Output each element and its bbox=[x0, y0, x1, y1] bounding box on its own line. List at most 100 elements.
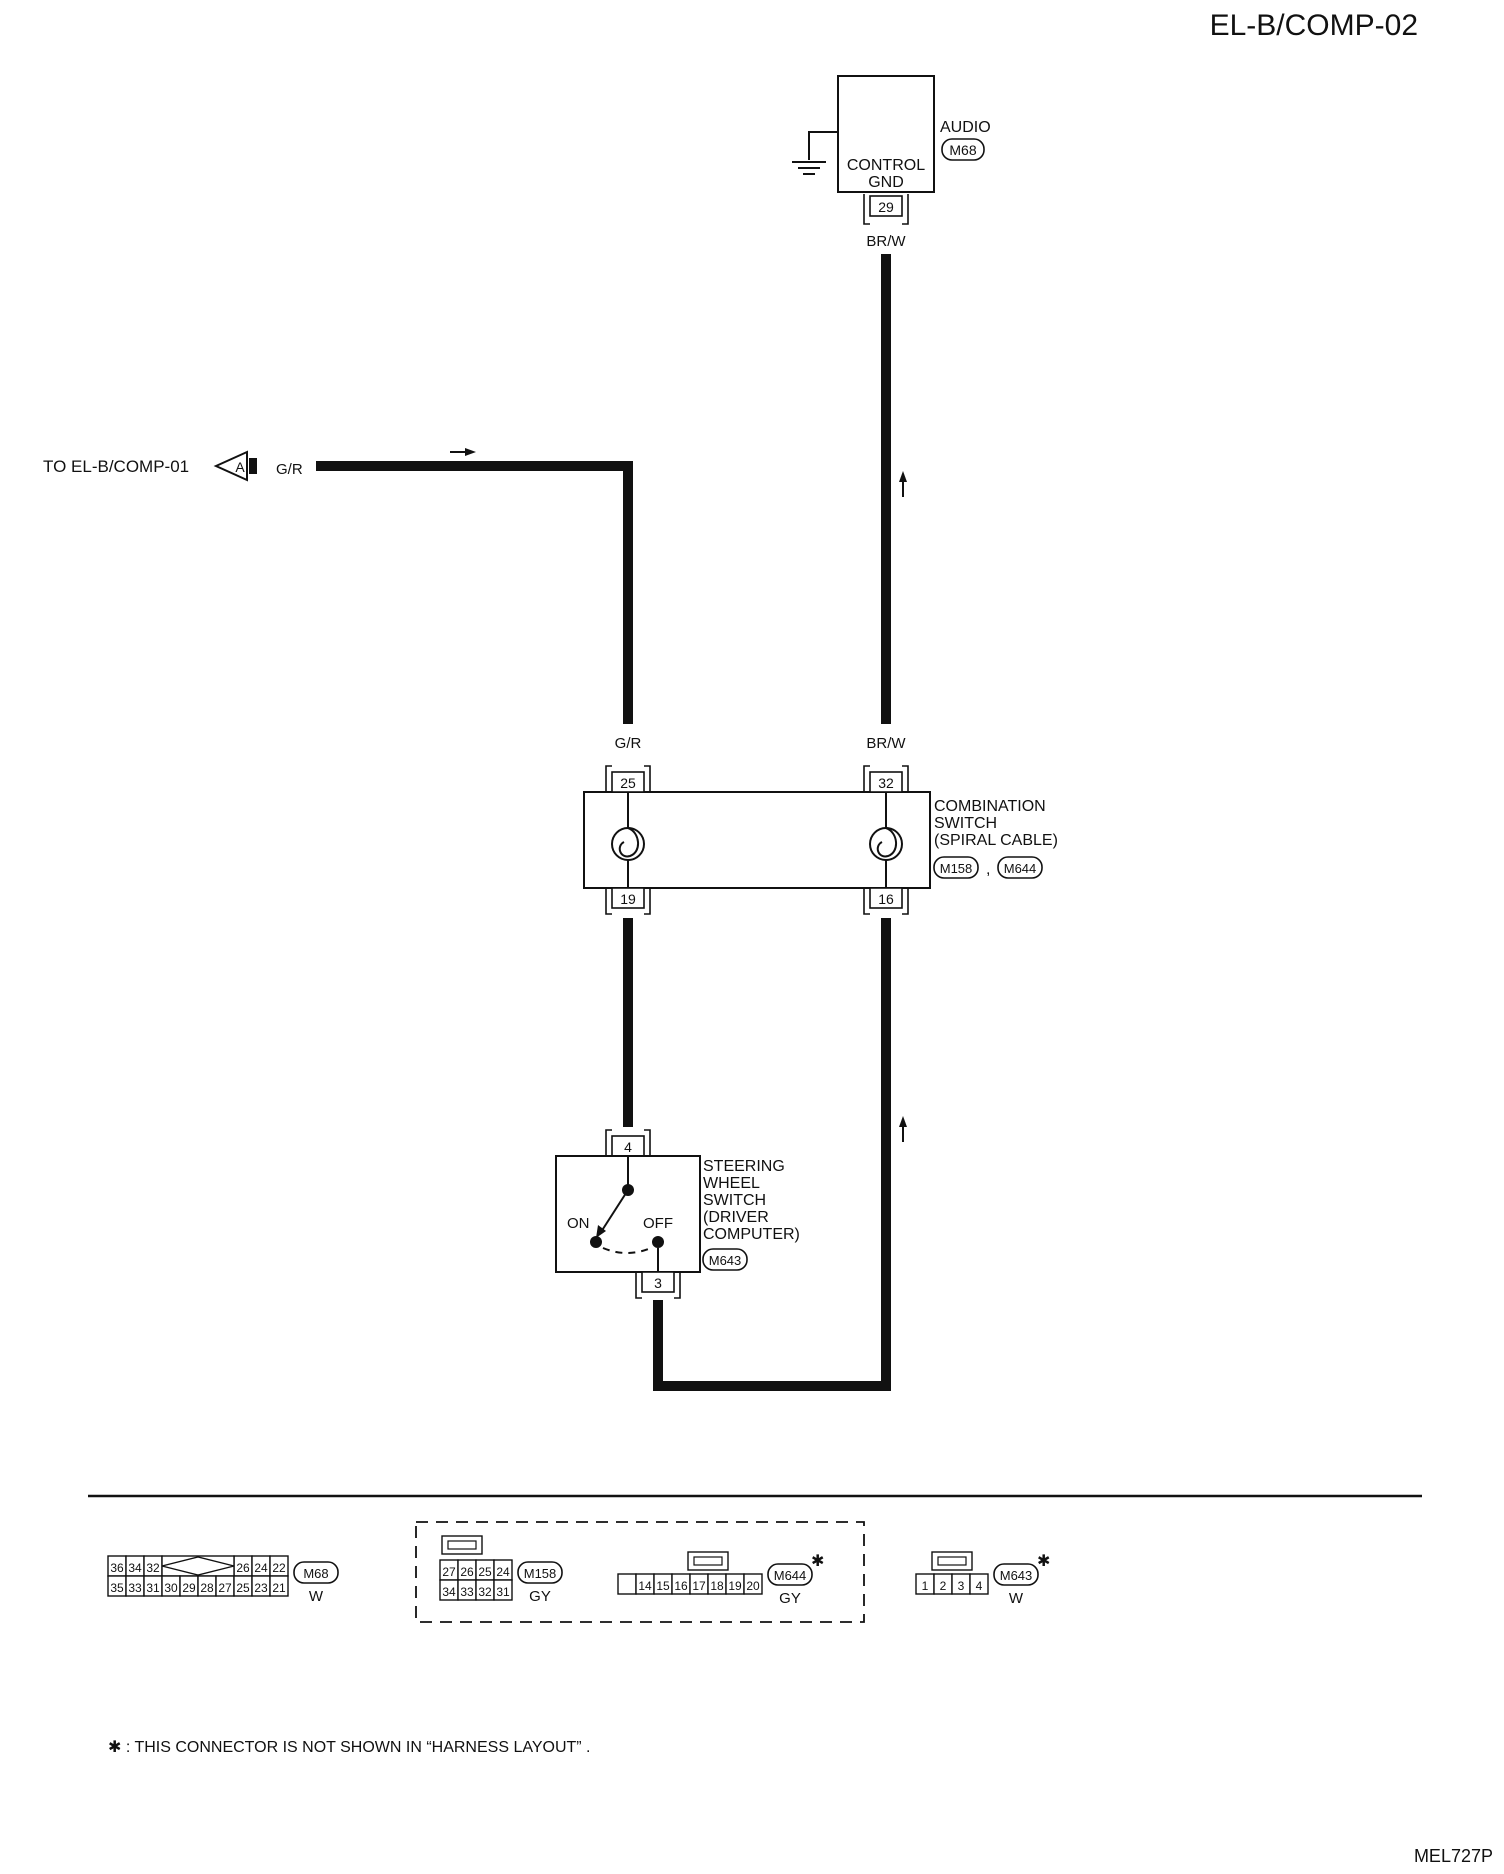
offpage-wire-color: G/R bbox=[276, 461, 303, 478]
arrow-up-icon bbox=[899, 471, 907, 497]
audio-terminal-name-2: GND bbox=[868, 174, 904, 191]
svg-text:27: 27 bbox=[442, 1565, 456, 1579]
svg-text:24: 24 bbox=[496, 1565, 510, 1579]
asterisk-icon: ✱ bbox=[1037, 1551, 1050, 1570]
combo-pin-16: 16 bbox=[863, 887, 909, 915]
steering-pin-3: 3 bbox=[635, 1271, 681, 1299]
connector-pin: 3 bbox=[951, 1573, 971, 1595]
connector-pin: 35 bbox=[107, 1575, 127, 1597]
wire-br-w-lower bbox=[653, 918, 891, 1391]
offpage-flag-icon bbox=[213, 450, 248, 482]
connector-group-box bbox=[415, 1521, 865, 1623]
svg-text:33: 33 bbox=[460, 1585, 474, 1599]
connector-pin: 23 bbox=[251, 1575, 271, 1597]
connector-pin: 20 bbox=[743, 1573, 763, 1595]
footnote: ✱ : THIS CONNECTOR IS NOT SHOWN IN “HARN… bbox=[108, 1739, 591, 1756]
switch-on-label: ON bbox=[567, 1215, 590, 1232]
connector-color: W bbox=[1009, 1590, 1024, 1607]
connector-pin: 26 bbox=[233, 1555, 253, 1577]
svg-text:21: 21 bbox=[272, 1581, 286, 1595]
connector-key-icon bbox=[161, 1555, 235, 1577]
svg-text:M643: M643 bbox=[709, 1253, 742, 1268]
combo-label-2: SWITCH bbox=[934, 815, 997, 832]
connector-color: W bbox=[309, 1588, 324, 1605]
connector-pin: 16 bbox=[671, 1573, 691, 1595]
svg-text:34: 34 bbox=[128, 1561, 142, 1575]
connector-pin: 2 bbox=[933, 1573, 953, 1595]
svg-text:35: 35 bbox=[110, 1581, 124, 1595]
connector-pin: 32 bbox=[475, 1579, 495, 1601]
spiral-cable-icon bbox=[611, 827, 645, 861]
offpage-letter: A bbox=[235, 459, 245, 475]
svg-text:M68: M68 bbox=[949, 142, 976, 158]
connector-pin: 33 bbox=[125, 1575, 145, 1597]
connector-pin: 25 bbox=[233, 1575, 253, 1597]
svg-text:25: 25 bbox=[620, 775, 636, 791]
svg-text:29: 29 bbox=[182, 1581, 196, 1595]
svg-text:16: 16 bbox=[878, 891, 894, 907]
connector-pin: 26 bbox=[457, 1559, 477, 1581]
svg-text:26: 26 bbox=[460, 1565, 474, 1579]
connector-color: GY bbox=[529, 1588, 551, 1605]
connector-pin: 21 bbox=[269, 1575, 289, 1597]
svg-text:32: 32 bbox=[146, 1561, 160, 1575]
connector-pin: 33 bbox=[457, 1579, 477, 1601]
svg-text:M158: M158 bbox=[940, 861, 973, 876]
svg-text:26: 26 bbox=[236, 1561, 250, 1575]
svg-text:34: 34 bbox=[442, 1585, 456, 1599]
connector-lock-icon bbox=[687, 1551, 729, 1571]
svg-text:28: 28 bbox=[200, 1581, 214, 1595]
audio-connector-badge: M68 bbox=[941, 138, 985, 161]
svg-text:16: 16 bbox=[674, 1579, 688, 1593]
svg-text:33: 33 bbox=[128, 1581, 142, 1595]
steering-label-5: COMPUTER) bbox=[703, 1226, 800, 1243]
combo-connector-badge-m644: M644 bbox=[997, 856, 1043, 879]
svg-text:M644: M644 bbox=[774, 1568, 807, 1583]
svg-text:20: 20 bbox=[746, 1579, 760, 1593]
steering-pin-4: 4 bbox=[605, 1129, 651, 1157]
svg-text:31: 31 bbox=[496, 1585, 510, 1599]
connector-pin: 22 bbox=[269, 1555, 289, 1577]
arrow-up-icon bbox=[899, 1116, 907, 1142]
combo-pin-19: 19 bbox=[605, 887, 651, 915]
svg-text:23: 23 bbox=[254, 1581, 268, 1595]
steering-connector-badge: M643 bbox=[702, 1248, 748, 1271]
combo-pin-32: 32 bbox=[863, 765, 909, 793]
combo-connector-badge-m158: M158 bbox=[933, 856, 979, 879]
svg-text:3: 3 bbox=[958, 1579, 965, 1593]
combo-connector-separator: , bbox=[986, 861, 990, 878]
svg-text:4: 4 bbox=[624, 1139, 632, 1155]
steering-label-1: STEERING bbox=[703, 1158, 785, 1175]
svg-text:32: 32 bbox=[478, 1585, 492, 1599]
connector-pin: 36 bbox=[107, 1555, 127, 1577]
connector-pin: 25 bbox=[475, 1559, 495, 1581]
connector-pin: 28 bbox=[197, 1575, 217, 1597]
svg-text:2: 2 bbox=[940, 1579, 947, 1593]
connector-pin-empty bbox=[617, 1573, 637, 1595]
switch-off-label: OFF bbox=[643, 1215, 673, 1232]
wire-g-r-upper bbox=[316, 461, 633, 724]
connector-color: GY bbox=[779, 1590, 801, 1607]
svg-text:M644: M644 bbox=[1004, 861, 1037, 876]
connector-pin: 27 bbox=[215, 1575, 235, 1597]
connector-pin: 29 bbox=[179, 1575, 199, 1597]
connector-pin: 31 bbox=[493, 1579, 513, 1601]
combo-label-1: COMBINATION bbox=[934, 798, 1046, 815]
svg-text:17: 17 bbox=[692, 1579, 706, 1593]
page-title: EL-B/COMP-02 bbox=[1210, 9, 1418, 42]
audio-label: AUDIO bbox=[940, 119, 991, 136]
svg-text:32: 32 bbox=[878, 775, 894, 791]
svg-text:M643: M643 bbox=[1000, 1568, 1033, 1583]
combo-label-3: (SPIRAL CABLE) bbox=[934, 832, 1058, 849]
svg-text:14: 14 bbox=[638, 1579, 652, 1593]
audio-unit: CONTROL GND AUDIO M68 29 BR/W bbox=[792, 75, 991, 250]
svg-text:19: 19 bbox=[620, 891, 636, 907]
svg-text:1: 1 bbox=[922, 1579, 929, 1593]
ground-wire bbox=[808, 131, 838, 160]
connector-pin: 34 bbox=[439, 1579, 459, 1601]
